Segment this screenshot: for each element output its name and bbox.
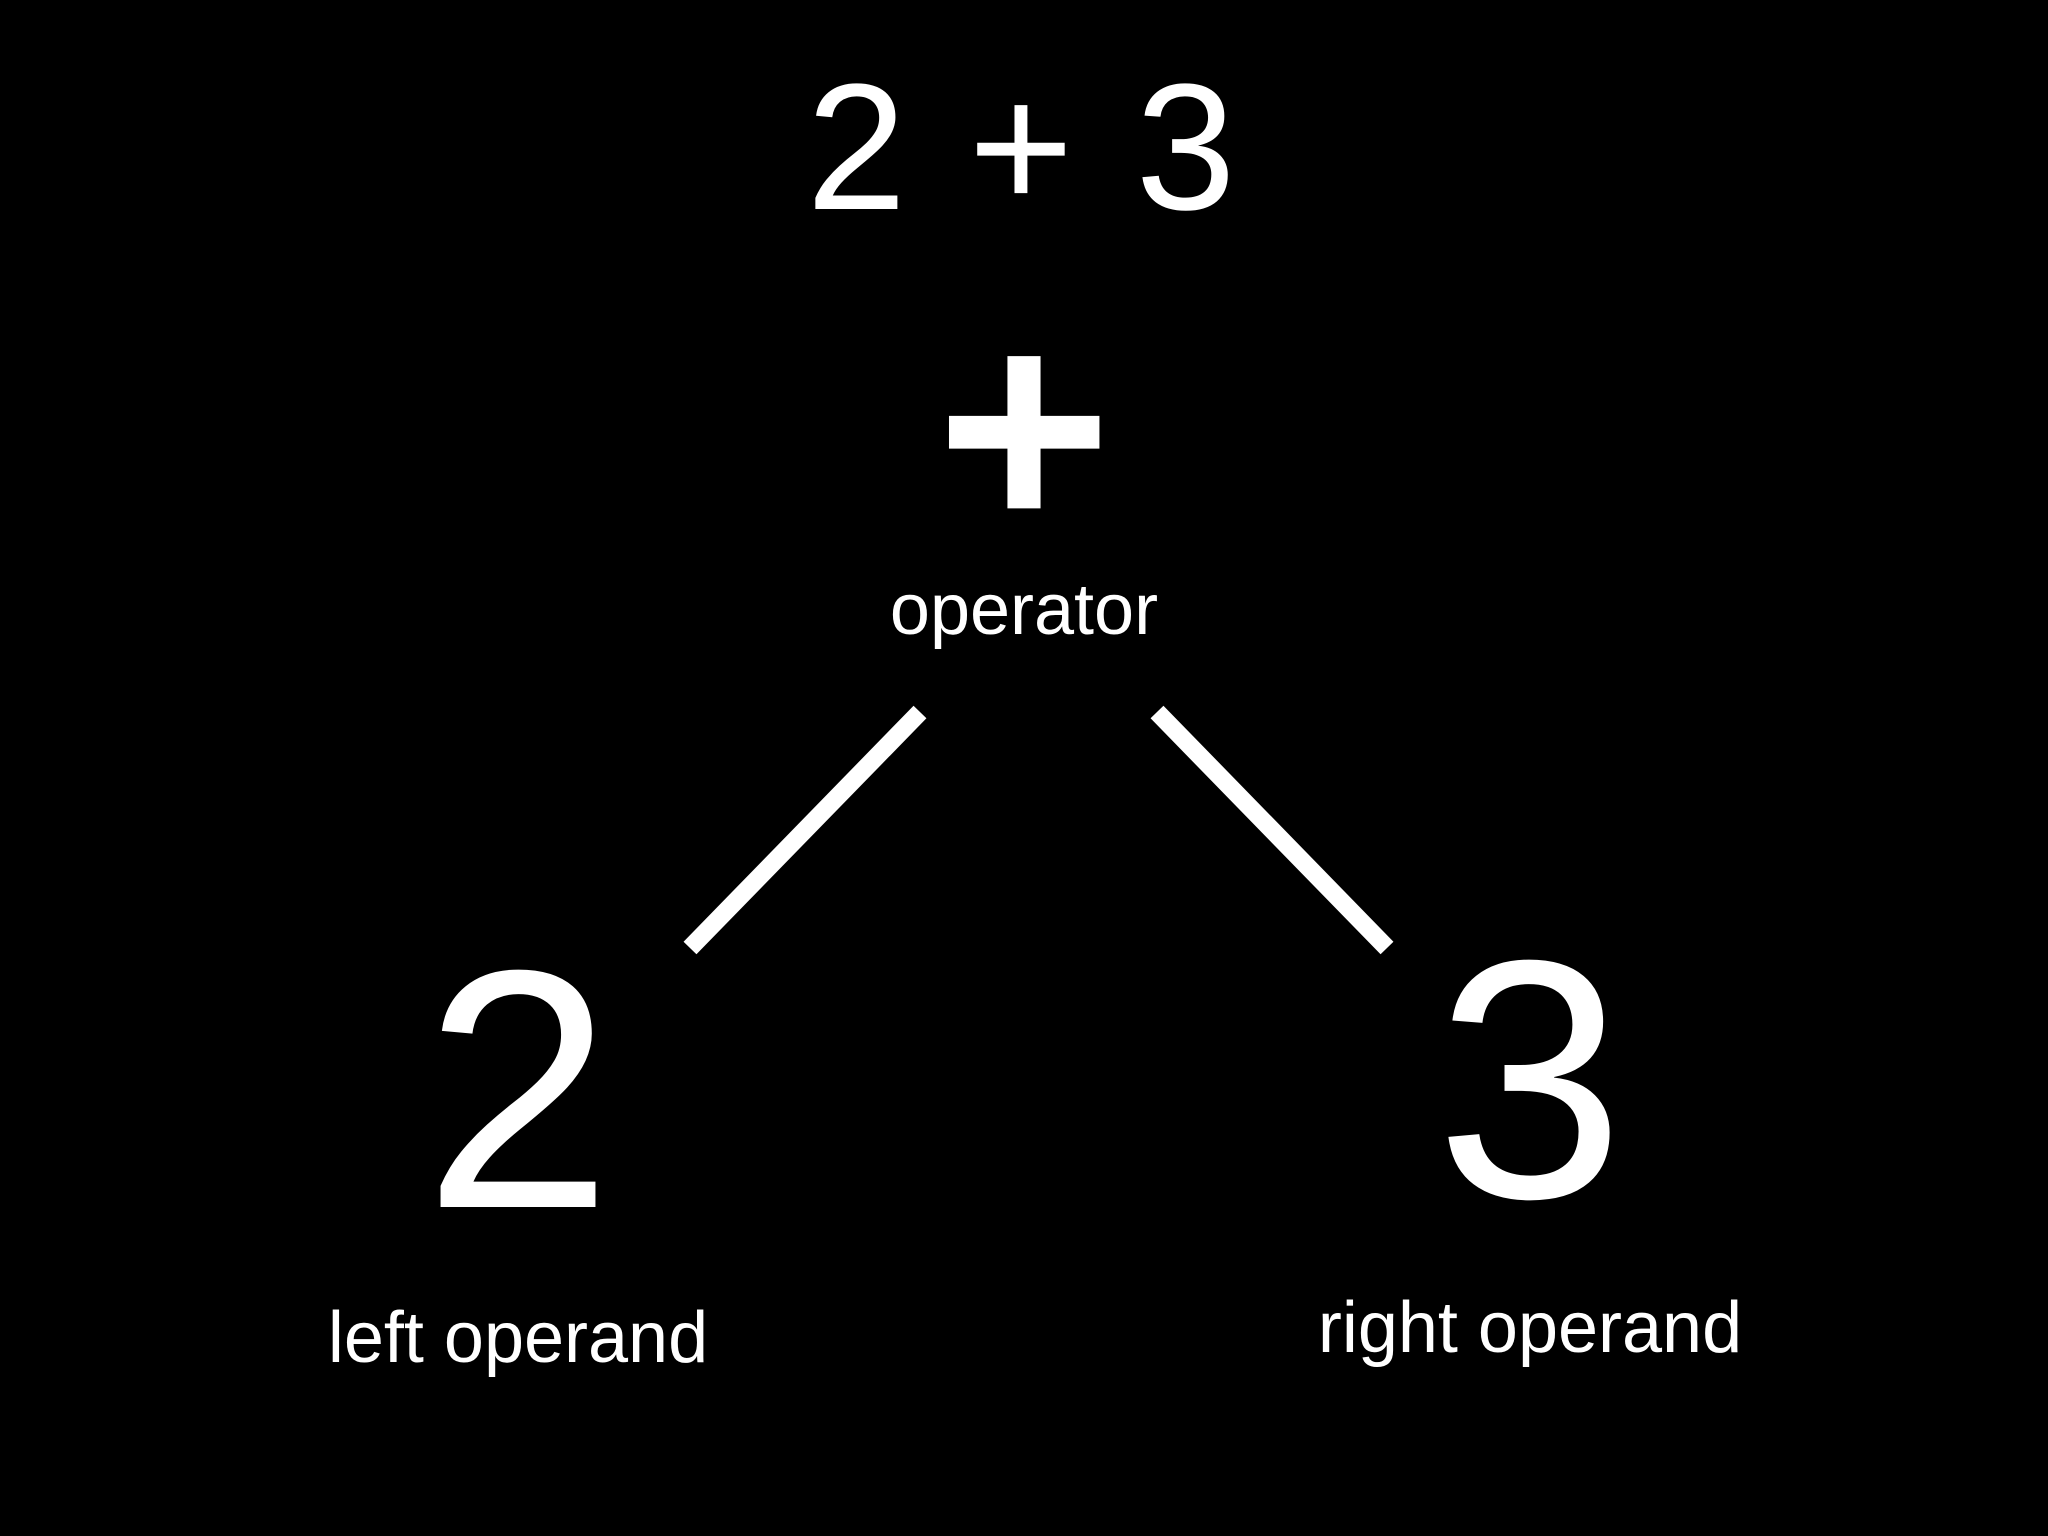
right-operand-node: 3 right operand [1130,890,1930,1368]
operator-node-label: operator [889,570,1159,650]
right-operand-value: 3 [1435,890,1625,1270]
edge-operator-to-left-icon [683,705,927,955]
left-operand-node: 2 left operand [118,900,918,1378]
plus-icon: + [936,260,1112,596]
right-operand-label: right operand [1317,1288,1743,1368]
expression-title: 2 + 3 [806,47,1242,248]
left-operand-label: left operand [327,1298,709,1378]
edge-operator-to-right-icon [1150,705,1394,955]
left-operand-value: 2 [423,900,613,1280]
